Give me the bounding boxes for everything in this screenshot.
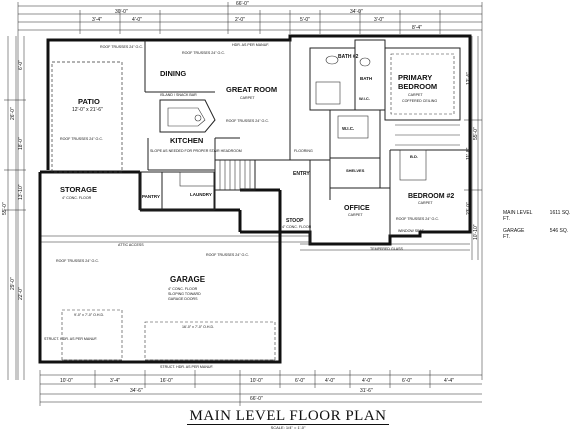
dim-right-total: 55'-0" (473, 127, 479, 140)
dim-right-mid: 23'-0" (466, 202, 472, 215)
dim-r3: 10'-10" (473, 224, 479, 240)
bath-label: BATH (360, 76, 372, 81)
wic-label: W.I.C. (342, 126, 354, 131)
primary-bedroom-label-1: PRIMARY (398, 73, 432, 82)
dining-label: DINING (160, 69, 186, 78)
plan-scale: SCALE: 1/4" = 1'-0" (270, 425, 306, 430)
dim-l4: 22'-0" (18, 287, 24, 300)
garage-door-right-note: 16'-0" x 7'-0" O.H.D. (182, 325, 214, 329)
roof-truss-note-4: ROOF TRUSSES 24" O.C. (396, 217, 439, 221)
stoop-label: STOOP (286, 218, 304, 224)
flooring-note: FLOORING (294, 149, 313, 153)
interior-walls (51, 39, 470, 244)
header-note-bottom: STRUCT. HDR. AS PER MANUF. (160, 365, 214, 369)
garage-door-left-note: 9'-0" x 7'-0" O.H.D. (74, 313, 104, 317)
pantry-label: PANTRY (142, 194, 160, 199)
patio-size: 12'-0" x 21'-6" (72, 107, 103, 113)
window-seat-note: WINDOW SEAT (398, 229, 425, 233)
stair-note: SLOPE AS NEEDED FOR PROPER STAIR HEADROO… (150, 149, 242, 153)
great-room-sublabel: CARPET (240, 96, 255, 100)
dim-d4: 3'-0" (374, 17, 384, 23)
dim-left-upper: 26'-0" (10, 107, 16, 120)
dim-b1: 3'-4" (110, 378, 120, 384)
dim-bottom-left: 34'-6" (130, 388, 143, 394)
bedroom2-sublabel: CARPET (418, 201, 433, 205)
header-note-top: HDR. AS PER MANUF. (232, 43, 269, 47)
garage-sublabel-3: GARAGE DOORS (168, 297, 198, 301)
dim-b4: 4'-0" (362, 378, 372, 384)
tempered-glass-note: TEMPERED GLASS (370, 247, 404, 251)
bath2-label: BATH #2 (338, 54, 359, 60)
office-label: OFFICE (344, 205, 370, 212)
dim-d3: 5'-0" (300, 17, 310, 23)
dim-d5: 8'-4" (412, 25, 422, 31)
header-note-left: STRUCT. HDR. AS PER MANUF. (44, 337, 98, 341)
primary-carpet: CARPET (408, 93, 423, 97)
garage-sublabel-1: 4" CONC. FLOOR (168, 287, 198, 291)
garage-label: GARAGE (170, 275, 206, 284)
primary-bedroom-label-2: BEDROOM (398, 82, 437, 91)
area-value: 1611 SQ. FT. (503, 210, 571, 222)
area-value: 546 SQ. FT. (503, 228, 569, 240)
garage-doors (61, 309, 276, 361)
dim-g2: 16'-0" (160, 378, 173, 384)
shelves-label: SHELVES (346, 168, 365, 173)
area-row-main-level: MAIN LEVEL 1611 SQ. FT. (503, 210, 576, 222)
garage-truss-note: ROOF TRUSSES 24" O.C. (206, 253, 249, 257)
dim-b2: 6'-0" (295, 378, 305, 384)
dim-d1: 3'-4" (92, 17, 102, 23)
storage-label: STORAGE (60, 185, 97, 194)
patio-label: PATIO (78, 97, 100, 106)
great-room-label: GREAT ROOM (226, 85, 277, 94)
dim-l3: 13'-10" (18, 184, 24, 200)
kitchen-island (159, 99, 216, 133)
dim-g1: 10'-0" (60, 378, 73, 384)
dimension-lines (4, 2, 483, 406)
dim-top-right: 34'-0" (350, 9, 363, 15)
roof-truss-note-1: ROOF TRUSSES 24" O.C. (100, 45, 143, 49)
island-note: ISLAND / SNACK BAR (160, 93, 197, 97)
dim-b6: 4'-4" (444, 378, 454, 384)
office-sublabel: CARPET (348, 213, 363, 217)
dim-r1: 12'-4" (466, 72, 472, 85)
plan-title-text: MAIN LEVEL FLOOR PLAN (187, 408, 389, 425)
dim-b3: 4'-0" (325, 378, 335, 384)
area-label: GARAGE (503, 228, 525, 234)
conc-floor-note: 4" CONC. FLOOR (282, 225, 312, 229)
roof-truss-note-5: ROOF TRUSSES 24" O.C. (60, 137, 103, 141)
dim-left-total: 55'-0" (2, 202, 8, 215)
roof-truss-note-2: ROOF TRUSSES 24" O.C. (182, 51, 225, 55)
plan-title: MAIN LEVEL FLOOR PLAN (0, 408, 576, 425)
garage-truss-note-2: ROOF TRUSSES 24" O.C. (56, 259, 99, 263)
coffered-ceiling-note: COFFERED CEILING (402, 99, 437, 103)
dim-d2: 4'-0" (132, 17, 142, 23)
dim-l1: 6'-0" (18, 60, 24, 70)
roof-truss-note-3: ROOF TRUSSES 24" O.C. (226, 119, 269, 123)
dim-top-left: 30'-0" (115, 9, 128, 15)
dim-left-lower: 29'-0" (10, 277, 16, 290)
dim-l2: 18'-0" (18, 137, 24, 150)
dim-b5: 6'-0" (402, 378, 412, 384)
bedroom2-label: BEDROOM #2 (408, 193, 454, 200)
bd-label: B.D. (410, 154, 418, 159)
dim-bottom-right: 31'-6" (360, 388, 373, 394)
entry-label: ENTRY (293, 171, 310, 177)
area-label: MAIN LEVEL (503, 210, 533, 216)
laundry-label: LAUNDRY (190, 192, 212, 197)
dim-r2: 11'-8" (466, 147, 472, 160)
dim-overall-bottom: 66'-0" (250, 396, 263, 402)
dim-top-mid: 2'-0" (235, 17, 245, 23)
wic-bath-label: W.I.C. (359, 96, 370, 101)
kitchen-label: KITCHEN (170, 136, 203, 145)
dim-g3: 10'-0" (250, 378, 263, 384)
garage-sublabel-2: SLOPING TOWARD (168, 292, 201, 296)
attic-note: ATTIC ACCESS (118, 243, 144, 247)
dim-overall-top: 66'-0" (236, 1, 249, 7)
storage-sublabel: 4" CONC. FLOOR (62, 196, 92, 200)
area-row-garage: GARAGE 546 SQ. FT. (503, 228, 576, 240)
